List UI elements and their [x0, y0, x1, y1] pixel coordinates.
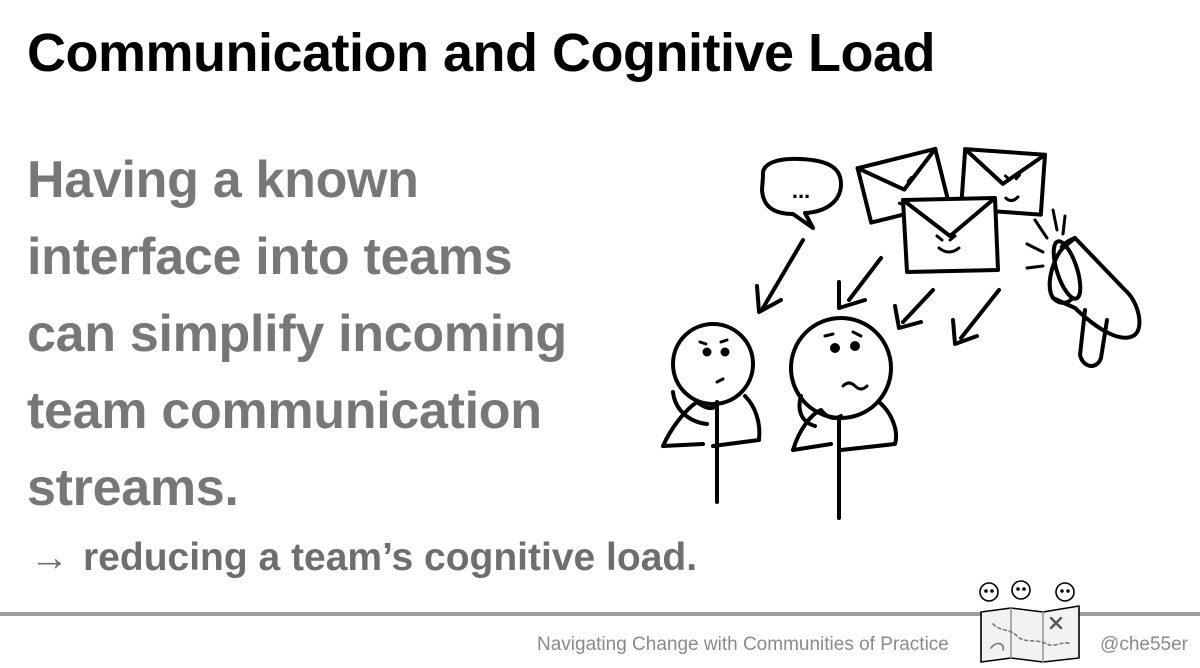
arrow-icon	[755, 238, 805, 314]
arrow-right-icon: →	[30, 536, 69, 579]
stick-figure-icon	[661, 322, 762, 504]
body-line: team communication	[27, 382, 542, 440]
envelope-icon	[901, 196, 1000, 274]
body-line: streams.	[27, 459, 239, 517]
slide-title: Communication and Cognitive Load	[27, 23, 936, 83]
arrow-icon	[893, 288, 935, 330]
footer-handle: @che55er	[1100, 634, 1188, 655]
envelope-icon	[959, 147, 1048, 217]
arrow-icon	[951, 288, 1001, 346]
footer-divider	[0, 612, 1200, 616]
speech-bubble-text: ...	[792, 178, 810, 203]
body-line: Having a known	[27, 151, 419, 209]
map-logo-icon	[979, 580, 1080, 663]
conclusion-text: reducing a team’s cognitive load.	[83, 536, 698, 579]
megaphone-icon	[1025, 208, 1142, 368]
communication-illustration: ...	[661, 146, 1142, 520]
body-line: can simplify incoming	[27, 305, 567, 363]
conclusion-line: → reducing a team’s cognitive load.	[30, 536, 697, 580]
body-line: interface into teams	[27, 228, 513, 286]
body-text: Having a known interface into teams can …	[27, 142, 667, 527]
footer-presentation-title: Navigating Change with Communities of Pr…	[537, 634, 949, 655]
arrow-icon	[837, 256, 883, 310]
speech-bubble-icon: ...	[760, 156, 843, 230]
stick-figure-icon	[789, 316, 898, 520]
